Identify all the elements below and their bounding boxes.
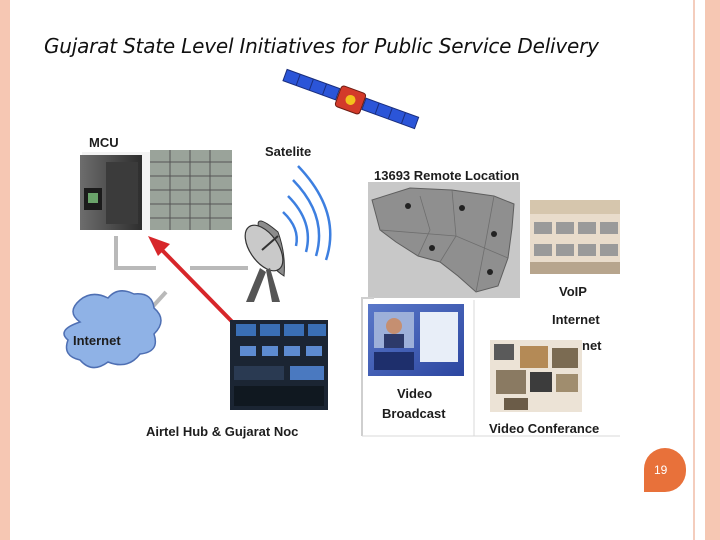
slide-border-left (0, 0, 10, 540)
internet-label-partial: net (582, 338, 602, 353)
video-broadcast-label-line2: Broadcast (382, 406, 446, 421)
slide-title: Gujarat State Level Initiatives for Publ… (44, 34, 599, 58)
mcu-equipment-photo (80, 150, 232, 230)
remote-location-label: 13693 Remote Location (374, 168, 520, 183)
satellite-icon (282, 68, 420, 130)
mcu-label: MCU (89, 135, 119, 150)
internet-label-right: Internet (552, 312, 600, 327)
gujarat-map-image (368, 182, 520, 298)
airtel-hub-noc-photo (230, 320, 328, 410)
slide-border-right (705, 0, 720, 540)
page-number: 19 (654, 463, 668, 477)
voip-label: VoIP (559, 284, 587, 299)
satellite-label: Satelite (265, 144, 312, 159)
internet-cloud-icon (63, 290, 162, 369)
satellite-dish-icon (244, 165, 332, 302)
video-conference-label: Video Conferance (489, 421, 600, 436)
airtel-hub-label: Airtel Hub & Gujarat Noc (146, 424, 299, 439)
voip-call-center-photo (530, 200, 620, 274)
slide-border-right-line (693, 0, 695, 540)
video-broadcast-panel (361, 297, 475, 437)
internet-cloud-label: Internet (73, 333, 121, 348)
video-broadcast-label-line1: Video (397, 386, 433, 401)
video-conference-photo (474, 340, 620, 437)
page-number-badge (644, 448, 686, 492)
